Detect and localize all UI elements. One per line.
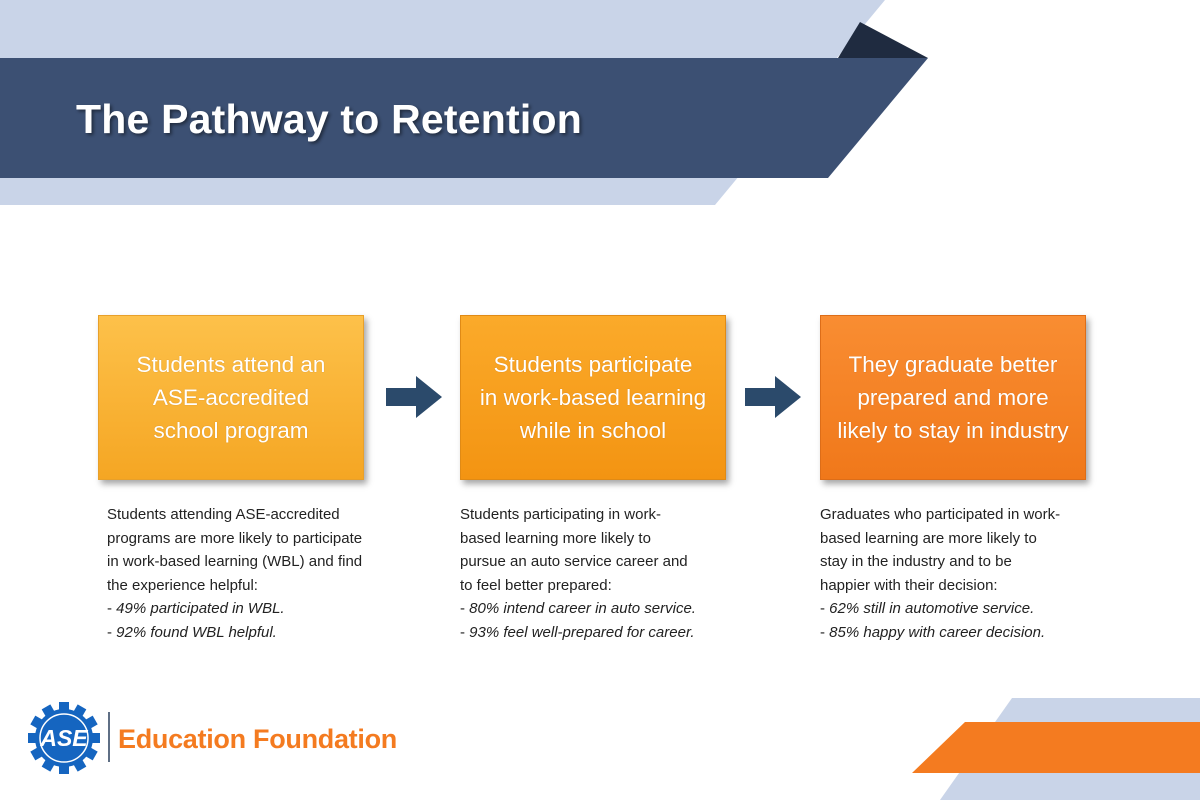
step-2-stats-list: 80% intend career in auto service. 93% f…	[460, 597, 760, 644]
footer-orange-band	[912, 722, 1200, 773]
step-3-description-text: Graduates who participated in work- base…	[820, 506, 1061, 594]
step-3-stat: 62% still in automotive service.	[820, 597, 1120, 621]
step-3-stats-list: 62% still in automotive service. 85% hap…	[820, 597, 1120, 644]
step-2-box-text: Students participate in work-based learn…	[479, 352, 707, 443]
step-2-description-text: Students participating in work- based le…	[460, 506, 688, 594]
logo-text: ASE	[39, 725, 88, 751]
step-1-stat: 92% found WBL helpful.	[107, 621, 407, 645]
ase-gear-logo-icon: ASE	[28, 702, 100, 774]
step-1-box-text: Students attend an ASE-accredited school…	[136, 352, 326, 443]
step-1-box: Students attend an ASE-accredited school…	[98, 315, 364, 480]
step-2-stat: 93% feel well-prepared for career.	[460, 621, 760, 645]
step-2-description: Students participating in work- based le…	[460, 503, 760, 644]
step-3-box-text: They graduate better prepared and more l…	[837, 352, 1069, 443]
header-navy-band	[0, 58, 928, 178]
step-1-stat: 49% participated in WBL.	[107, 597, 407, 621]
step-3-stat: 85% happy with career decision.	[820, 621, 1120, 645]
step-1-stats-list: 49% participated in WBL. 92% found WBL h…	[107, 597, 407, 644]
page-title: The Pathway to Retention	[76, 96, 582, 142]
header-dark-triangle	[838, 22, 928, 58]
step-2-stat: 80% intend career in auto service.	[460, 597, 760, 621]
step-3-description: Graduates who participated in work- base…	[820, 503, 1120, 644]
step-1-description-text: Students attending ASE-accredited progra…	[107, 506, 363, 594]
step-1-description: Students attending ASE-accredited progra…	[107, 503, 407, 644]
brand-name: Education Foundation	[118, 724, 397, 754]
step-2-box: Students participate in work-based learn…	[460, 315, 726, 480]
footer-divider	[108, 712, 110, 762]
right-arrow-icon	[386, 376, 442, 418]
step-3-box: They graduate better prepared and more l…	[820, 315, 1086, 480]
right-arrow-icon	[745, 376, 801, 418]
